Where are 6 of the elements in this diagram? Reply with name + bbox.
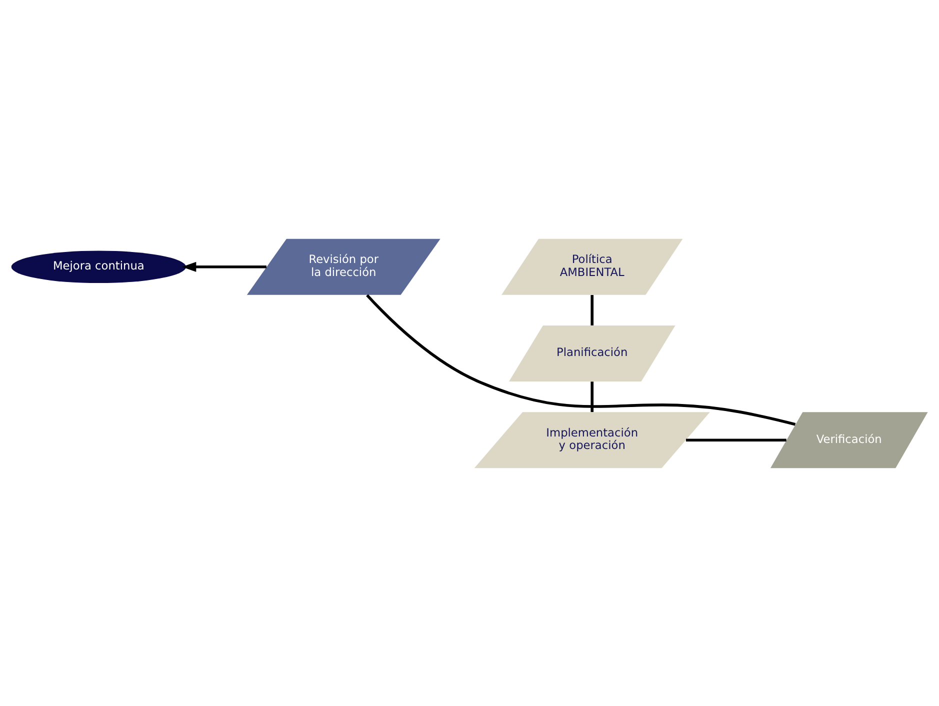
connector bbox=[590, 294, 594, 325]
connector bbox=[686, 438, 786, 442]
node-ellipse: Mejora continua bbox=[11, 250, 186, 283]
arrow bbox=[182, 261, 266, 272]
connector bbox=[366, 294, 796, 426]
connector bbox=[590, 381, 594, 412]
